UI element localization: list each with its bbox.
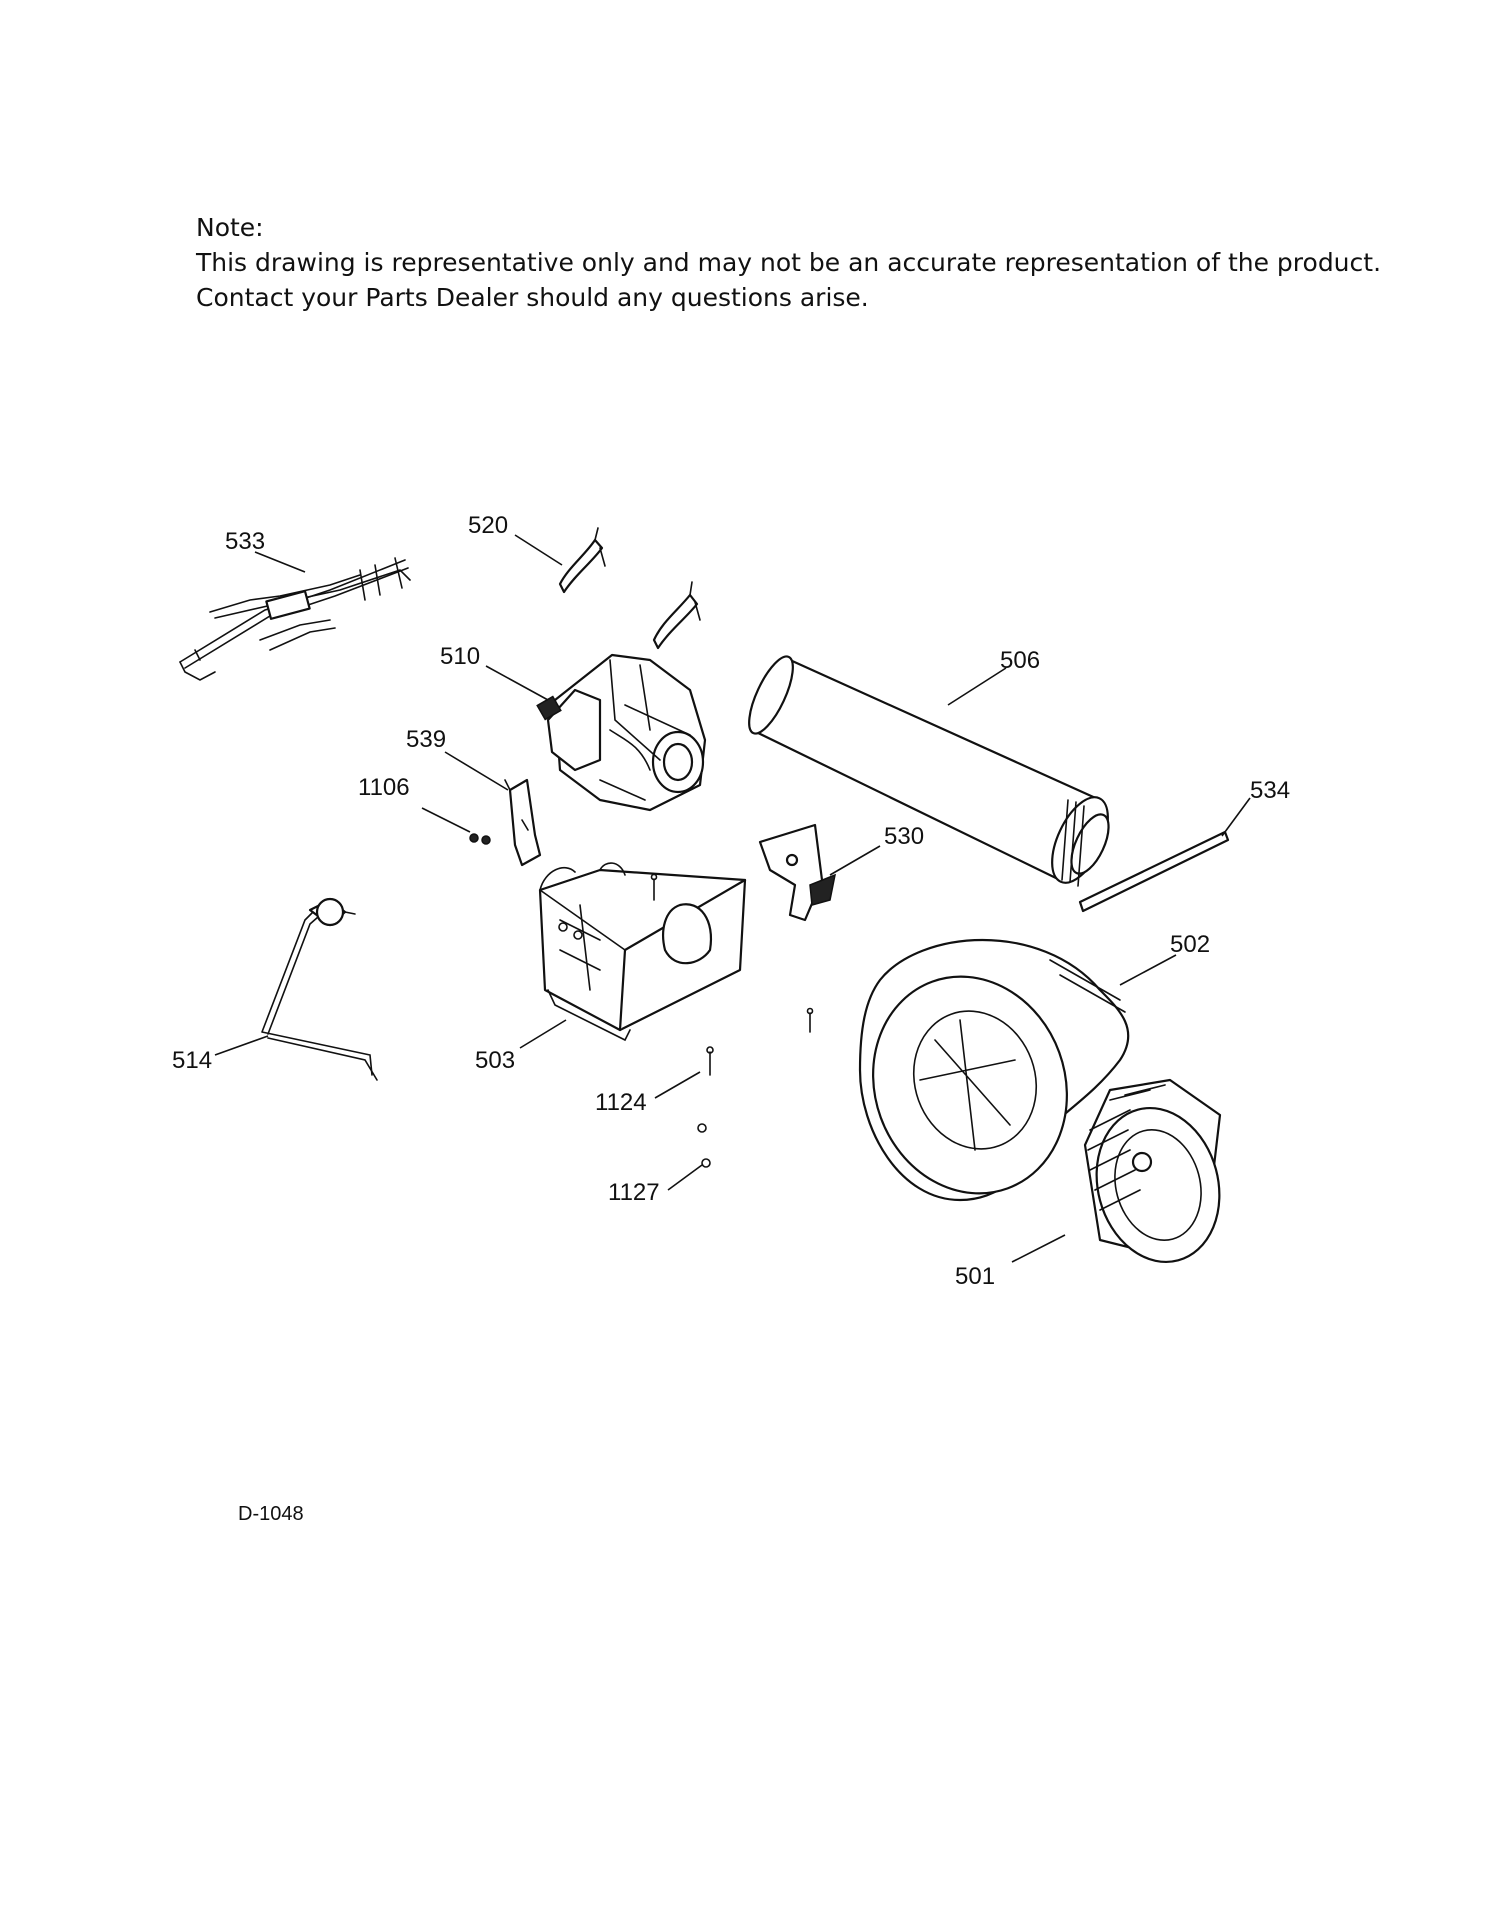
drawing-code: D-1048 [238, 1503, 304, 1525]
callout-503: 503 [475, 1047, 515, 1074]
note-line-2: Contact your Parts Dealer should any que… [196, 283, 869, 312]
part-503-motor-mount [538, 862, 747, 1042]
part-539-switch-bracket [504, 778, 542, 867]
part-533-wire-harness [179, 557, 411, 681]
callout-506: 506 [1000, 647, 1040, 674]
note-heading: Note: [196, 213, 264, 242]
part-534-strip [1078, 830, 1230, 913]
callout-530: 530 [884, 823, 924, 850]
callout-520: 520 [468, 512, 508, 539]
part-502-blower-housing [858, 939, 1130, 1202]
callout-514: 514 [172, 1047, 212, 1074]
callout-leader-lines [214, 534, 1251, 1263]
part-1127-screws [697, 1123, 711, 1168]
callout-1106: 1106 [358, 774, 410, 801]
part-1124-bolts [650, 873, 814, 1076]
callout-501: 501 [955, 1263, 995, 1290]
callout-539: 539 [406, 726, 446, 753]
part-514-idler-spring-arm [261, 897, 378, 1081]
callout-labels: 533 520 510 506 539 1106 534 530 502 514… [172, 512, 1290, 1290]
callout-533: 533 [225, 528, 265, 555]
callout-510: 510 [440, 643, 480, 670]
disclaimer-note: Note: This drawing is representative onl… [196, 210, 1396, 315]
callout-502: 502 [1170, 931, 1210, 958]
note-line-1: This drawing is representative only and … [196, 248, 1382, 277]
callout-534: 534 [1250, 777, 1290, 804]
callout-1127: 1127 [608, 1179, 660, 1206]
part-506-exhaust-duct [748, 655, 1110, 887]
part-530-idler-bracket [758, 823, 837, 922]
callout-1124: 1124 [595, 1089, 647, 1116]
part-520-motor-clip [558, 527, 701, 650]
part-510-drive-motor [536, 653, 707, 812]
part-501-blower-wheel [1083, 1078, 1222, 1264]
part-1106-screws [469, 833, 491, 845]
